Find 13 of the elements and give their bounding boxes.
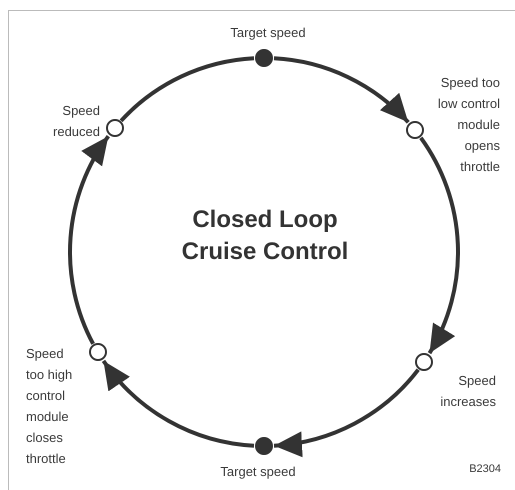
diagram-title: Closed Loop Cruise Control: [180, 205, 350, 267]
arrow: [419, 136, 460, 354]
node-label: Speed too high control module closes throttle: [26, 345, 74, 468]
node-label: Target speed: [229, 24, 307, 42]
arrow: [274, 56, 410, 124]
node-label: Target speed: [219, 463, 297, 481]
node-label: Speed reduced: [52, 102, 100, 141]
node-label: Speed too low control module opens throttle: [436, 74, 500, 176]
arrow: [102, 360, 254, 448]
node-label: Speed increases: [439, 372, 496, 411]
arrow: [274, 368, 420, 456]
figure-code: B2304: [469, 462, 501, 476]
arrow: [68, 135, 110, 345]
